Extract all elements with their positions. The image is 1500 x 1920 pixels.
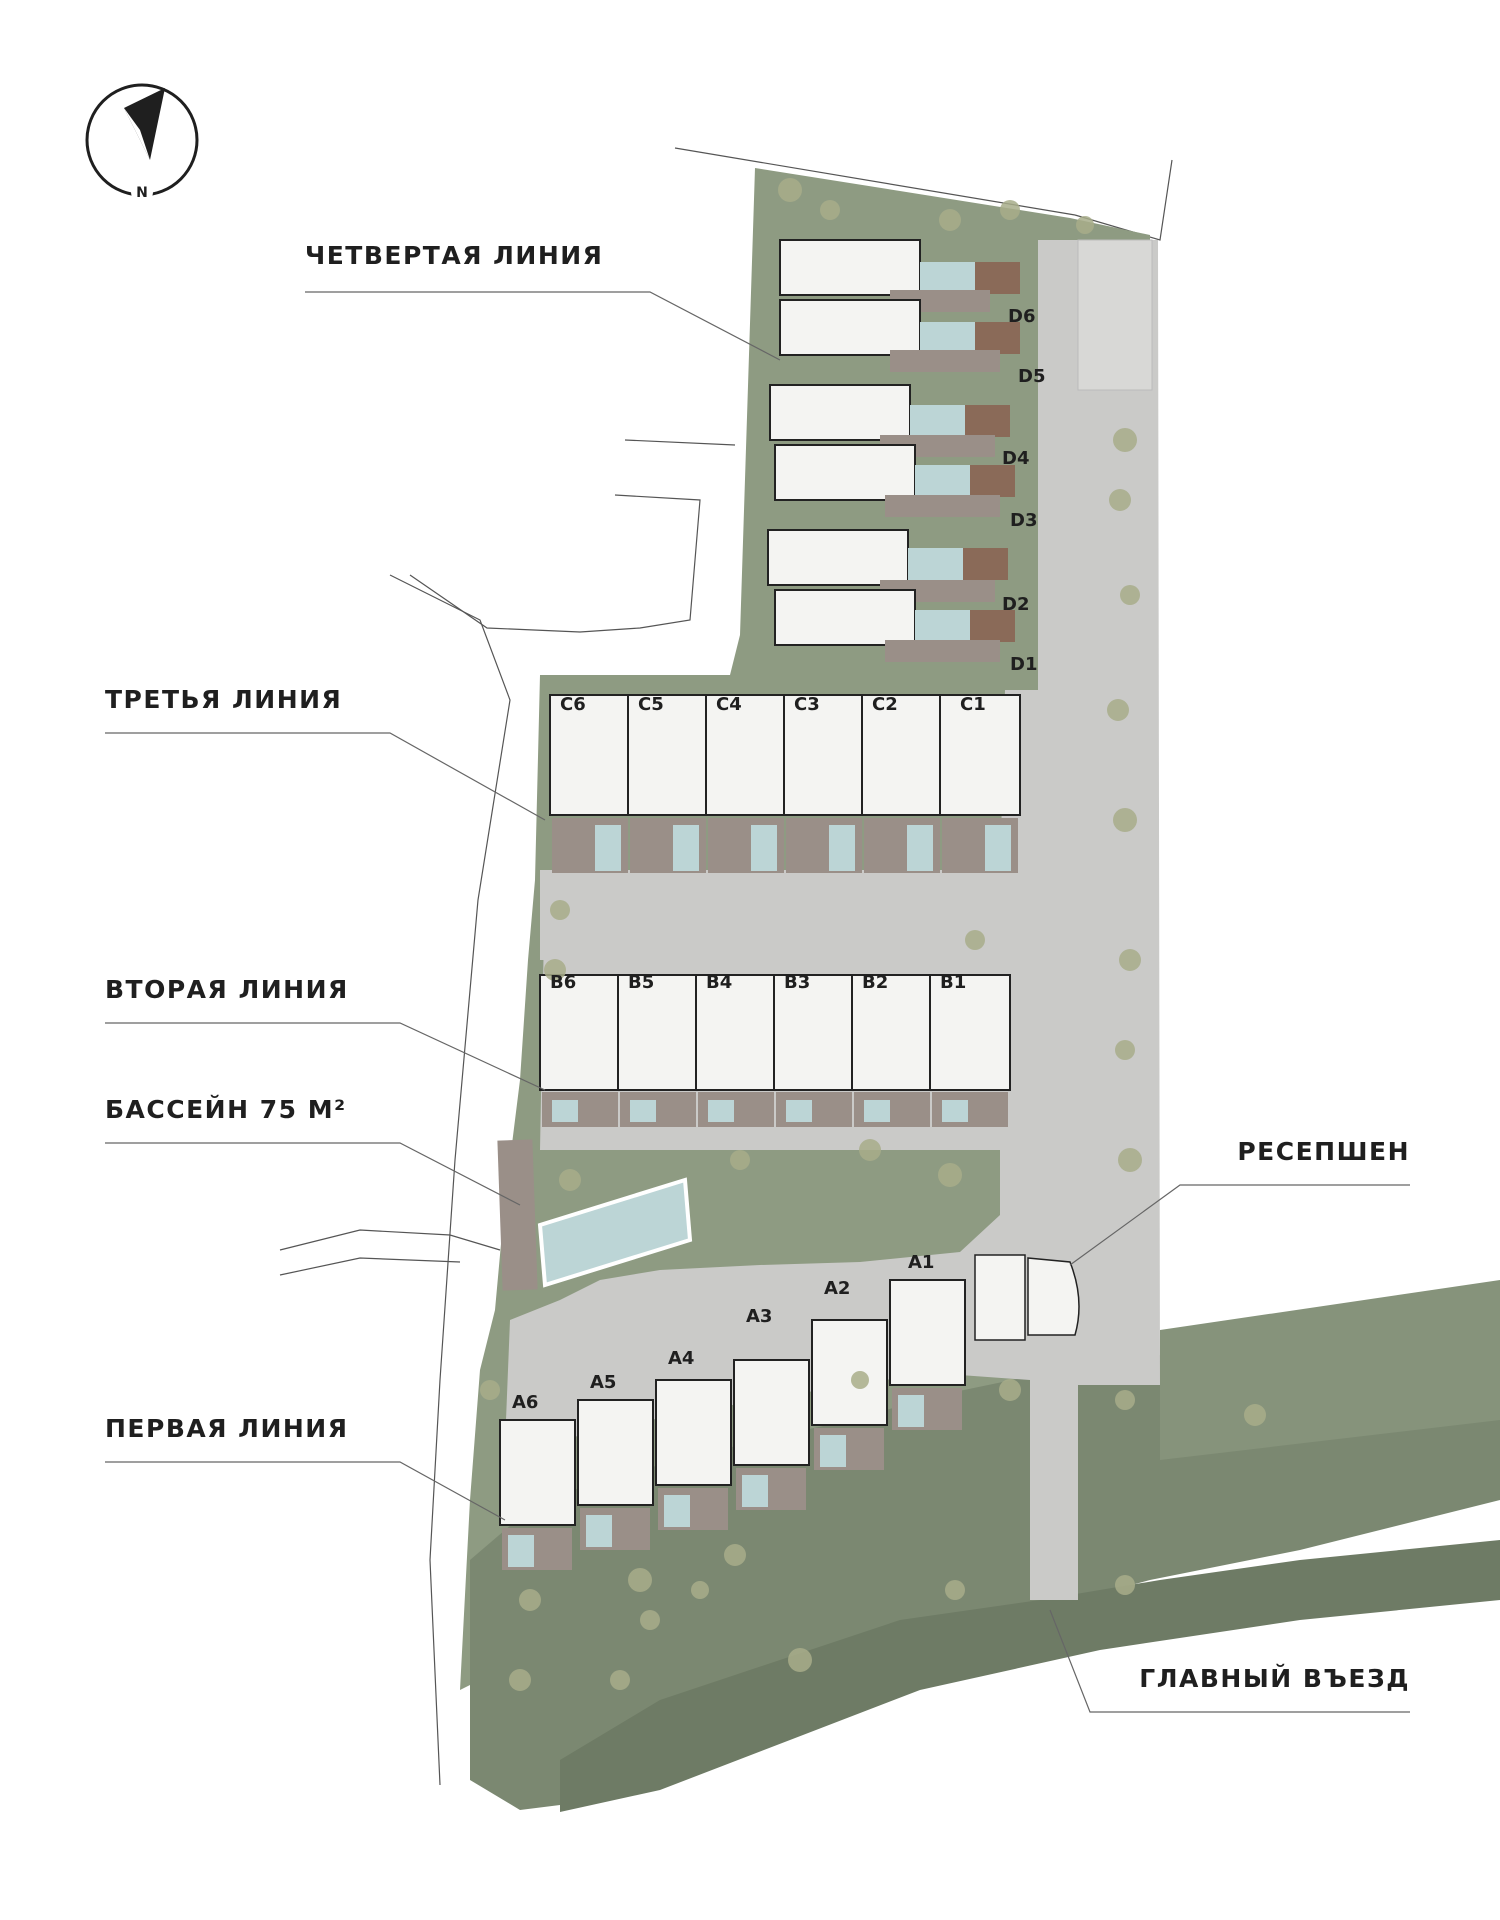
unit-label: A5	[590, 1372, 616, 1393]
villa-a4	[655, 1379, 732, 1530]
villa-c4	[705, 694, 787, 873]
villa-a6	[499, 1419, 576, 1570]
unit-label: B6	[550, 972, 576, 993]
unit-label: C4	[716, 694, 742, 715]
label-pool: БАССЕЙН 75 М²	[105, 1095, 347, 1124]
villa-block-d3	[774, 444, 1015, 517]
unit-label: D1	[1010, 654, 1037, 675]
north-letter: N	[136, 185, 148, 201]
villa-b3	[773, 974, 855, 1127]
villa-c6	[549, 694, 631, 873]
unit-label: A3	[746, 1306, 772, 1327]
unit-label: B2	[862, 972, 888, 993]
villa-a3	[733, 1359, 810, 1510]
trees	[480, 178, 1266, 1691]
reception-building	[974, 1254, 1080, 1341]
label-second-line: ВТОРАЯ ЛИНИЯ	[105, 975, 349, 1004]
label-first-line: ПЕРВАЯ ЛИНИЯ	[105, 1414, 348, 1443]
unit-label: C6	[560, 694, 586, 715]
unit-label: C3	[794, 694, 820, 715]
villa-b5	[617, 974, 699, 1127]
unit-label: A1	[908, 1252, 934, 1273]
unit-label: D4	[1002, 448, 1029, 469]
third-line-villas	[549, 694, 1021, 873]
label-third-line: ТРЕТЬЯ ЛИНИЯ	[105, 685, 342, 714]
unit-label: D2	[1002, 594, 1029, 615]
villa-a1	[889, 1279, 966, 1430]
villa-block-d5	[779, 299, 1020, 372]
unit-label: C2	[872, 694, 898, 715]
unit-label: B5	[628, 972, 654, 993]
unit-label: D5	[1018, 366, 1045, 387]
villa-c5	[627, 694, 709, 873]
fourth-line-villas	[767, 239, 1020, 662]
unit-label: A6	[512, 1392, 538, 1413]
villa-block-d4	[769, 384, 1010, 457]
villa-b6	[539, 974, 621, 1127]
unit-label: B1	[940, 972, 966, 993]
label-fourth-line: ЧЕТВЕРТАЯ ЛИНИЯ	[305, 241, 603, 270]
villa-b1	[929, 974, 1011, 1127]
villa-a5	[577, 1399, 654, 1550]
unit-label: A4	[668, 1348, 694, 1369]
label-reception: РЕСЕПШЕН	[1237, 1137, 1410, 1166]
villa-b2	[851, 974, 933, 1127]
second-line-villas	[539, 974, 1011, 1127]
label-main-entrance: ГЛАВНЫЙ ВЪЕЗД	[1139, 1664, 1410, 1693]
unit-label: A2	[824, 1278, 850, 1299]
unit-labels: D6 D5 D4 D3 D2 D1 C6 C5 C4 C3 C2 C1 B6 B…	[512, 306, 1045, 1413]
unit-label: C5	[638, 694, 664, 715]
unit-label: D3	[1010, 510, 1037, 531]
north-compass-icon: N	[85, 83, 199, 203]
villa-block-d1	[774, 589, 1015, 662]
leader-lines	[105, 291, 1410, 1713]
communal-pool	[497, 1139, 693, 1291]
unit-label: B3	[784, 972, 810, 993]
first-line-villas	[499, 1279, 966, 1570]
villa-a2	[811, 1319, 888, 1470]
villa-block-d6	[779, 239, 1020, 312]
villa-c3	[783, 694, 865, 873]
unit-label: B4	[706, 972, 732, 993]
villa-block-d2	[767, 529, 1008, 602]
villa-c2	[861, 694, 943, 873]
unit-label: D6	[1008, 306, 1035, 327]
villa-c1	[939, 694, 1021, 873]
section-labels: ЧЕТВЕРТАЯ ЛИНИЯ ТРЕТЬЯ ЛИНИЯ ВТОРАЯ ЛИНИ…	[105, 241, 1410, 1693]
unit-label: C1	[960, 694, 986, 715]
villa-b4	[695, 974, 777, 1127]
